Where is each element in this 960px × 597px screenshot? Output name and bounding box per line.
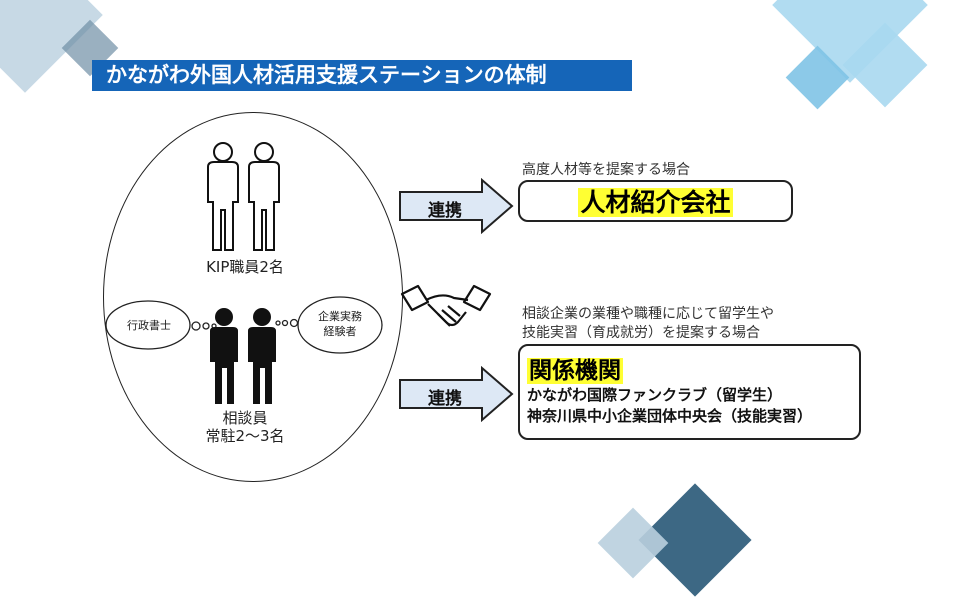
cloud-right-text: 企業実務 経験者 — [310, 309, 370, 339]
recruitment-agency-label: 人材紹介会社 — [518, 183, 793, 219]
person-outline-icon — [207, 142, 280, 251]
handshake-icon — [400, 284, 492, 327]
arrow-right-icon-2 — [399, 366, 514, 422]
person-filled-icon — [210, 308, 276, 404]
arrow-label-1: 連携 — [428, 201, 462, 221]
page-title: かながわ外国人材活用支援ステーションの体制 — [92, 60, 632, 91]
cloud-right — [275, 296, 383, 354]
condition-text-1: 高度人材等を提案する場合 — [522, 162, 690, 178]
consultant-label-1: 相談員 — [222, 409, 268, 427]
related-org-item-2: 神奈川県中小企業団体中央会（技能実習） — [527, 407, 813, 425]
consultant-label-2: 常駐2〜3名 — [205, 427, 285, 445]
decor-diamond-bottom-2 — [597, 507, 669, 579]
related-orgs-title: 関係機関 — [527, 351, 623, 385]
arrow-label-2: 連携 — [428, 389, 462, 409]
condition-text-2b: 技能実習（育成就労）を提案する場合 — [522, 325, 760, 341]
condition-text-2a: 相談企業の業種や職種に応じて留学生や — [522, 306, 774, 322]
related-orgs-title-text: 関係機関 — [527, 358, 623, 384]
related-org-item-1: かながわ国際ファンクラブ（留学生） — [527, 386, 783, 404]
cloud-left-text: 行政書士 — [127, 319, 171, 332]
cloud-right-line2: 経験者 — [323, 325, 357, 338]
recruitment-agency-text: 人材紹介会社 — [578, 188, 733, 217]
kip-staff-label: KIP職員2名 — [206, 258, 284, 276]
arrow-right-icon — [399, 178, 514, 234]
station-ellipse — [103, 112, 403, 482]
cloud-right-line1: 企業実務 — [318, 310, 362, 323]
cloud-left — [105, 300, 217, 350]
